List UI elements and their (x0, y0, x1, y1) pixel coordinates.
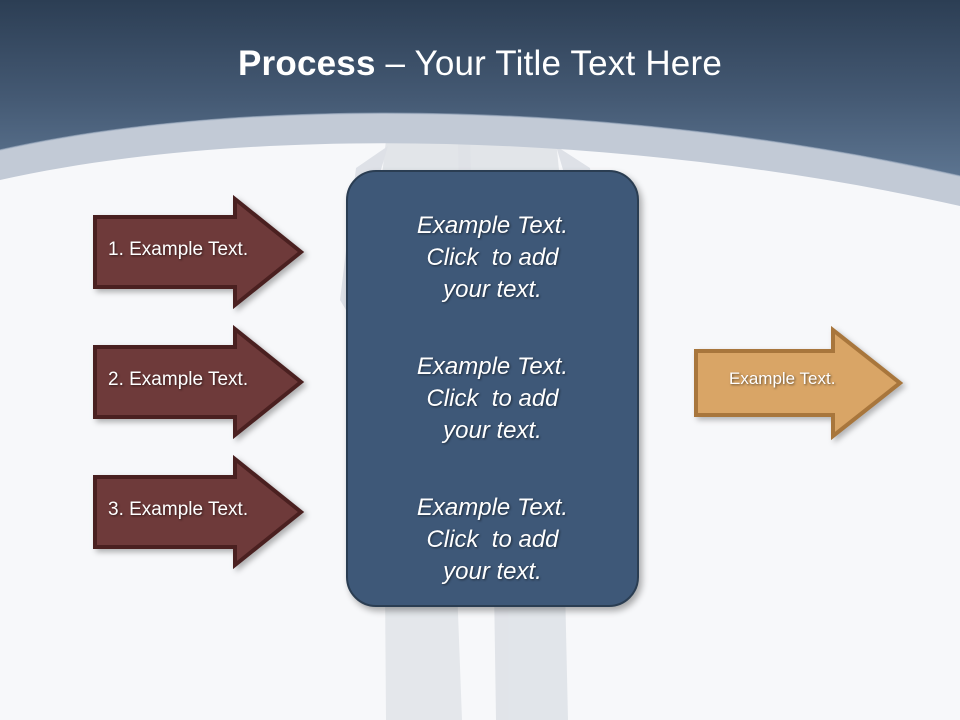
panel-text-block-1[interactable]: Example Text. Click to add your text. (348, 210, 637, 306)
panel-text-block-3-line-3: your text. (443, 558, 542, 585)
panel-text-block-2-line-3: your text. (443, 417, 542, 444)
center-content-panel[interactable]: Example Text. Click to add your text. Ex… (346, 170, 639, 607)
panel-text-block-3-line-2: Click to add (426, 526, 559, 553)
page-title-strong: Process (238, 44, 376, 83)
page-title-rest: – Your Title Text Here (375, 44, 722, 83)
title-area: Process – Your Title Text Here (0, 42, 960, 86)
panel-text-block-1-line-3: your text. (443, 276, 542, 303)
panel-text-block-1-line-2: Click to add (426, 244, 559, 271)
swoosh-edge (0, 112, 960, 177)
header-band (0, 0, 960, 176)
panel-text-block-1-line-1: Example Text. (416, 212, 569, 239)
process-arrow-1[interactable]: 1. Example Text. (92, 194, 305, 310)
panel-text-block-3-line-1: Example Text. (416, 494, 569, 521)
process-arrow-2[interactable]: 2. Example Text. (92, 324, 305, 440)
page-title: Process – Your Title Text Here (238, 42, 722, 86)
output-arrow[interactable]: Example Text. (693, 325, 905, 441)
process-arrow-3[interactable]: 3. Example Text. (92, 454, 305, 570)
panel-text-block-2-line-1: Example Text. (416, 353, 569, 380)
panel-text-block-2[interactable]: Example Text. Click to add your text. (348, 351, 637, 447)
panel-text-block-2-line-2: Click to add (426, 385, 559, 412)
panel-text-block-3[interactable]: Example Text. Click to add your text. (348, 492, 637, 588)
